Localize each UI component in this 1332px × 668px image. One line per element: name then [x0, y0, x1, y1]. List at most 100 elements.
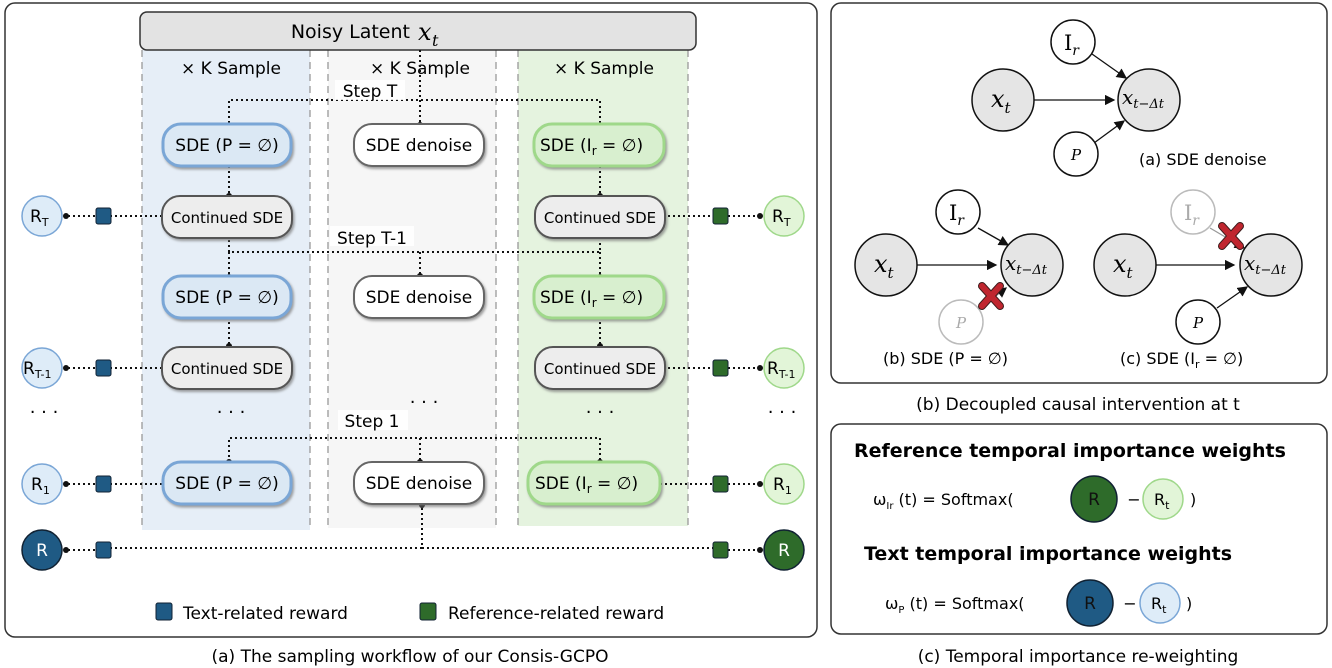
svg-text:xt: xt: [991, 85, 1012, 117]
formula-text: ωP (t) = Softmax( R − Rt ): [885, 579, 1192, 627]
svg-text:SDE (Ir = ∅): SDE (Ir = ∅): [535, 474, 638, 496]
step-1-label: Step 1: [345, 412, 400, 432]
svg-text:R: R: [1084, 594, 1096, 614]
svg-text:Continued SDE: Continued SDE: [171, 209, 283, 227]
svg-text:(c) SDE (Ir = ∅): (c) SDE (Ir = ∅): [1120, 349, 1243, 371]
sde-ir-box-T1: SDE (Ir = ∅): [532, 274, 666, 320]
svg-text:xt: xt: [1113, 250, 1134, 282]
svg-text:SDE denoise: SDE denoise: [366, 288, 473, 308]
panel-c-frame: [830, 423, 1328, 635]
ellipsis-right: · · ·: [768, 402, 797, 423]
column-dividers: [141, 50, 689, 530]
sde-denoise-box-T1: SDE denoise: [353, 275, 485, 319]
svg-text:Continued SDE: Continued SDE: [171, 360, 283, 378]
reward-circle-RT1-left: RT-1: [21, 347, 63, 389]
legend-text-label: Text-related reward: [182, 604, 348, 624]
caption-b: (b) Decoupled causal intervention at t: [916, 395, 1240, 415]
sde-denoise-box-T: SDE denoise: [353, 123, 485, 167]
noisy-latent-label: Noisy Latent: [291, 21, 410, 43]
caption-a: (a) The sampling workflow of our Consis-…: [212, 647, 609, 667]
ellipsis-ref-col: · · ·: [586, 402, 615, 423]
sde-ir-box-1: SDE (Ir = ∅): [526, 460, 662, 506]
sde-p-label: SDE (P = ∅): [175, 136, 278, 156]
svg-text:SDE (P = ∅): SDE (P = ∅): [175, 288, 278, 308]
flow-connectors: [68, 50, 758, 551]
svg-text:xt−Δt: xt−Δt: [1122, 85, 1165, 112]
formula-reference: ωIr (t) = Softmax( R − Rt ): [873, 475, 1196, 523]
continued-sde-ref-T: Continued SDE: [534, 195, 666, 239]
svg-text:RT: RT: [30, 207, 49, 229]
sde-ir-box-T: SDE (Ir = ∅): [532, 122, 666, 168]
graph-sde-ir-empty: Ir xt xt−Δt P (c) SDE (Ir = ∅): [1093, 189, 1303, 371]
svg-text:Ir: Ir: [1184, 201, 1200, 229]
svg-text:xt−Δt: xt−Δt: [1244, 251, 1287, 278]
svg-text:Continued SDE: Continued SDE: [544, 209, 656, 227]
red-x-icon: [978, 282, 1004, 310]
noisy-latent-sub: t: [432, 31, 439, 50]
continued-sde-text-T1: Continued SDE: [161, 346, 293, 390]
sde-p-box-T: SDE (P = ∅): [161, 122, 293, 168]
ellipsis-text-col: · · ·: [217, 402, 246, 423]
text-reward-squares: [95, 207, 112, 559]
svg-text:Rt: Rt: [1154, 490, 1170, 512]
step-T-label: Step T: [343, 82, 398, 102]
svg-text:RT: RT: [772, 207, 791, 229]
svg-text:SDE (Ir = ∅): SDE (Ir = ∅): [540, 136, 643, 158]
svg-text:xt: xt: [874, 250, 895, 282]
svg-text:P: P: [1070, 146, 1082, 164]
svg-text:SDE (Ir = ∅): SDE (Ir = ∅): [540, 288, 643, 310]
svg-text:): ): [1186, 594, 1192, 613]
caption-c: (c) Temporal importance re-weighting: [918, 647, 1239, 667]
title-reference-weights: Reference temporal importance weights: [854, 440, 1286, 462]
svg-text:RT-1: RT-1: [23, 359, 52, 381]
svg-text:ωIr (t) = Softmax(: ωIr (t) = Softmax(: [873, 490, 1014, 512]
reward-circle-R-left: R: [21, 529, 63, 571]
svg-text:Rt: Rt: [1151, 594, 1167, 616]
svg-text:R: R: [36, 541, 48, 561]
noisy-latent-symbol: x: [418, 18, 432, 46]
svg-text:P: P: [1192, 314, 1204, 332]
reward-circle-RT1-right: RT-1: [763, 347, 805, 389]
svg-text:SDE denoise: SDE denoise: [366, 474, 473, 494]
legend-text-swatch: [155, 602, 173, 621]
svg-text:Ir: Ir: [949, 201, 965, 229]
panel-b-frame: [830, 2, 1328, 384]
svg-text:(a) SDE denoise: (a) SDE denoise: [1139, 150, 1267, 169]
step-T1-label: Step T-1: [337, 229, 407, 249]
reward-circle-R-right: R: [763, 529, 805, 571]
svg-text:(b) SDE (P = ∅): (b) SDE (P = ∅): [883, 349, 1008, 368]
continued-sde-text-T: Continued SDE: [161, 195, 293, 239]
ellipsis-left: · · ·: [30, 402, 59, 423]
svg-text:xt−Δt: xt−Δt: [1005, 251, 1048, 278]
reward-circle-RT-left: RT: [21, 195, 63, 237]
reward-circle-R1-right: R1: [763, 463, 805, 505]
svg-text:R: R: [1088, 490, 1100, 510]
svg-text:SDE (P = ∅): SDE (P = ∅): [175, 474, 278, 494]
graph-sde-denoise: Ir xt xt−Δt P (a) SDE denoise: [971, 19, 1267, 177]
ellipsis-middle-col: · · ·: [410, 392, 439, 413]
legend-ref-swatch: [419, 602, 437, 621]
svg-text:−: −: [1127, 490, 1140, 509]
continued-sde-ref-T1: Continued SDE: [534, 346, 666, 390]
svg-text:R: R: [778, 541, 790, 561]
sde-denoise-label: SDE denoise: [366, 136, 473, 156]
sde-denoise-box-1: SDE denoise: [353, 461, 485, 505]
sample-label-ref: × K Sample: [554, 59, 654, 79]
legend-ref-label: Reference-related reward: [448, 604, 664, 624]
reward-circle-RT-right: RT: [763, 195, 805, 237]
sde-p-box-T1: SDE (P = ∅): [161, 274, 293, 320]
svg-text:RT-1: RT-1: [767, 359, 796, 381]
svg-text:R1: R1: [773, 475, 792, 497]
svg-text:−: −: [1123, 594, 1136, 613]
sde-p-box-1: SDE (P = ∅): [161, 460, 293, 506]
svg-text:R1: R1: [31, 475, 50, 497]
sample-label-middle: × K Sample: [370, 59, 470, 79]
sample-label-text: × K Sample: [181, 59, 281, 79]
red-x-icon: [1218, 222, 1244, 250]
noisy-latent-box: [139, 11, 697, 51]
svg-text:): ): [1190, 490, 1196, 509]
svg-text:Continued SDE: Continued SDE: [544, 360, 656, 378]
svg-text:Ir: Ir: [1064, 31, 1080, 59]
graph-sde-p-empty: Ir xt xt−Δt P (b) SDE (P = ∅): [854, 189, 1064, 368]
